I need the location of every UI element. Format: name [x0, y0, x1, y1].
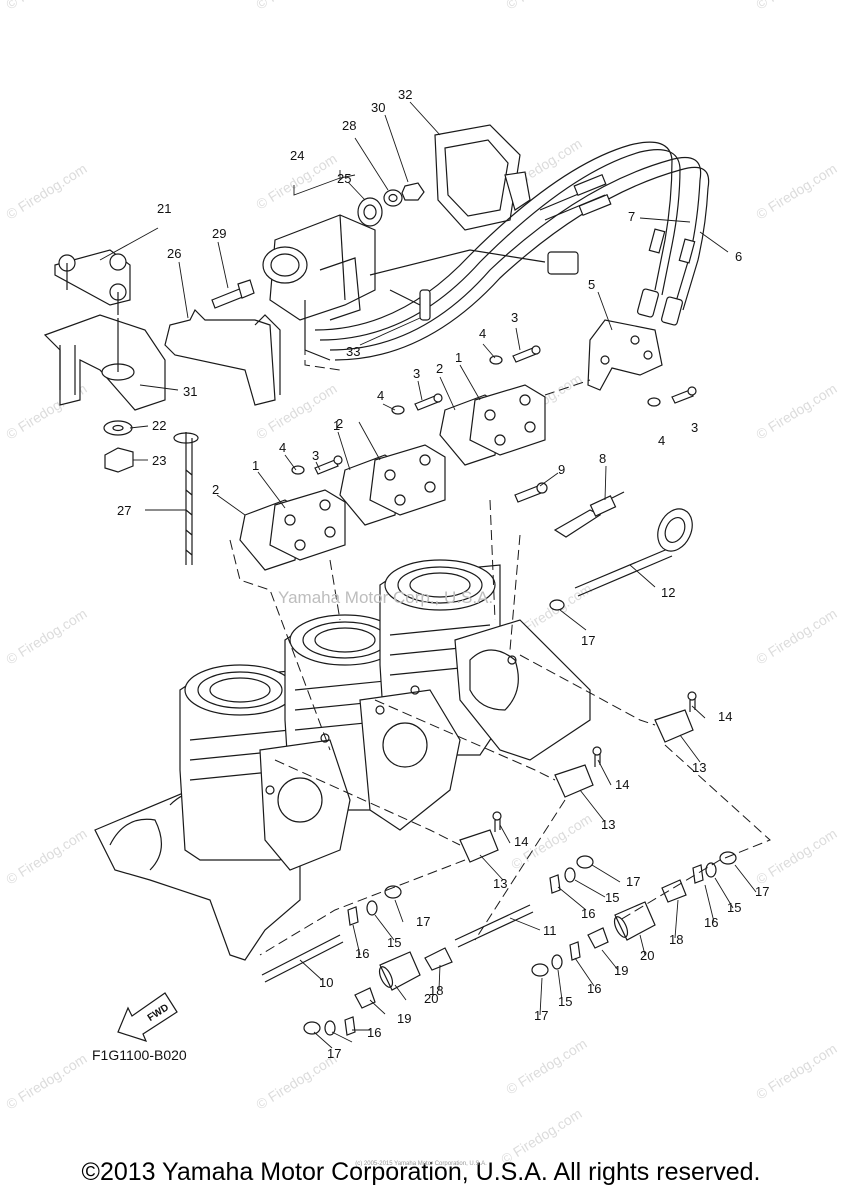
- firedog-watermark: © Firedog.com: [253, 380, 340, 442]
- part-number-3: 3: [413, 366, 420, 381]
- part-number-10: 10: [319, 975, 333, 990]
- part-number-15: 15: [558, 994, 572, 1009]
- part-number-4: 4: [479, 326, 486, 341]
- firedog-watermark: © Firedog.com: [753, 825, 840, 887]
- part-number-1: 1: [333, 418, 340, 433]
- part-number-29: 29: [212, 226, 226, 241]
- firedog-watermark: © Firedog.com: [753, 160, 840, 222]
- part-number-16: 16: [587, 981, 601, 996]
- part-number-17: 17: [534, 1008, 548, 1023]
- part-number-27: 27: [117, 503, 131, 518]
- part-number-16: 16: [704, 915, 718, 930]
- ignition-coil-illustration: [262, 124, 531, 361]
- part-number-28: 28: [342, 118, 356, 133]
- mounting-bracket-illustration: [43, 249, 281, 565]
- part-label-layer: 1112223333444456789101112131313141414151…: [117, 87, 769, 1061]
- part-number-15: 15: [387, 935, 401, 950]
- part-number-16: 16: [355, 946, 369, 961]
- part-number-1: 1: [252, 458, 259, 473]
- part-number-16: 16: [367, 1025, 381, 1040]
- part-number-17: 17: [626, 874, 640, 889]
- part-number-32: 32: [398, 87, 412, 102]
- firedog-watermark: © Firedog.com: [503, 1035, 590, 1097]
- part-number-25: 25: [337, 171, 351, 186]
- part-number-22: 22: [152, 418, 166, 433]
- valve-shaft-illustration: [514, 482, 693, 597]
- part-number-14: 14: [718, 709, 732, 724]
- part-number-2: 2: [336, 416, 343, 431]
- part-number-15: 15: [727, 900, 741, 915]
- part-number-16: 16: [581, 906, 595, 921]
- small-credit-text: (c) 2005-2015 Yamaha Motor Corporation, …: [355, 1161, 487, 1167]
- part-number-33: 33: [346, 344, 360, 359]
- part-number-2: 2: [212, 482, 219, 497]
- linkage-parts-illustration: [261, 599, 737, 1036]
- part-number-19: 19: [397, 1011, 411, 1026]
- firedog-watermark: © Firedog.com: [753, 605, 840, 667]
- part-number-12: 12: [661, 585, 675, 600]
- part-number-15: 15: [605, 890, 619, 905]
- part-number-7: 7: [628, 209, 635, 224]
- firedog-watermark: © Firedog.com: [753, 1040, 840, 1102]
- part-number-14: 14: [615, 777, 629, 792]
- firedog-watermark: © Firedog.com: [3, 0, 90, 13]
- part-number-3: 3: [312, 448, 319, 463]
- part-number-4: 4: [658, 433, 665, 448]
- covers-gaskets-illustration: [239, 319, 697, 571]
- part-number-20: 20: [424, 991, 438, 1006]
- part-number-4: 4: [377, 388, 384, 403]
- firedog-watermark: © Firedog.com: [3, 825, 90, 887]
- part-number-13: 13: [601, 817, 615, 832]
- part-number-13: 13: [493, 876, 507, 891]
- part-number-3: 3: [511, 310, 518, 325]
- firedog-watermark: © Firedog.com: [3, 605, 90, 667]
- part-number-30: 30: [371, 100, 385, 115]
- copyright-footer: ©2013 Yamaha Motor Corporation, U.S.A. A…: [81, 1158, 761, 1186]
- cylinder-block-illustration: [94, 559, 591, 961]
- firedog-watermark: © Firedog.com: [753, 0, 840, 13]
- part-number-17: 17: [755, 884, 769, 899]
- firedog-watermark: © Firedog.com: [503, 0, 590, 13]
- part-number-17: 17: [581, 633, 595, 648]
- part-number-17: 17: [416, 914, 430, 929]
- firedog-watermark: © Firedog.com: [253, 0, 340, 13]
- firedog-watermark: © Firedog.com: [3, 1050, 90, 1112]
- part-number-20: 20: [640, 948, 654, 963]
- part-number-21: 21: [157, 201, 171, 216]
- part-number-19: 19: [614, 963, 628, 978]
- part-number-6: 6: [735, 249, 742, 264]
- part-number-11: 11: [543, 923, 557, 938]
- plug-wires-illustration: [314, 141, 710, 361]
- part-number-4: 4: [279, 440, 286, 455]
- part-number-13: 13: [692, 760, 706, 775]
- part-number-23: 23: [152, 453, 166, 468]
- part-number-1: 1: [455, 350, 462, 365]
- part-number-2: 2: [436, 361, 443, 376]
- part-number-14: 14: [514, 834, 528, 849]
- part-number-17: 17: [327, 1046, 341, 1061]
- part-number-26: 26: [167, 246, 181, 261]
- part-number-5: 5: [588, 277, 595, 292]
- leader-lines: [99, 101, 757, 1049]
- firedog-watermark: © Firedog.com: [753, 380, 840, 442]
- center-watermark: Yamaha Motor Corp., U.S.A.: [278, 588, 493, 607]
- part-number-8: 8: [599, 451, 606, 466]
- part-number-9: 9: [558, 462, 565, 477]
- part-number-24: 24: [290, 148, 304, 163]
- firedog-watermark: © Firedog.com: [3, 160, 90, 222]
- assembly-dash-lines: [229, 330, 771, 956]
- part-number-18: 18: [669, 932, 683, 947]
- part-number-18: 18: [429, 983, 443, 998]
- fwd-arrow: FWD: [117, 992, 178, 1042]
- part-number-31: 31: [183, 384, 197, 399]
- part-number-3: 3: [691, 420, 698, 435]
- figure-code: F1G1100-B020: [92, 1047, 187, 1063]
